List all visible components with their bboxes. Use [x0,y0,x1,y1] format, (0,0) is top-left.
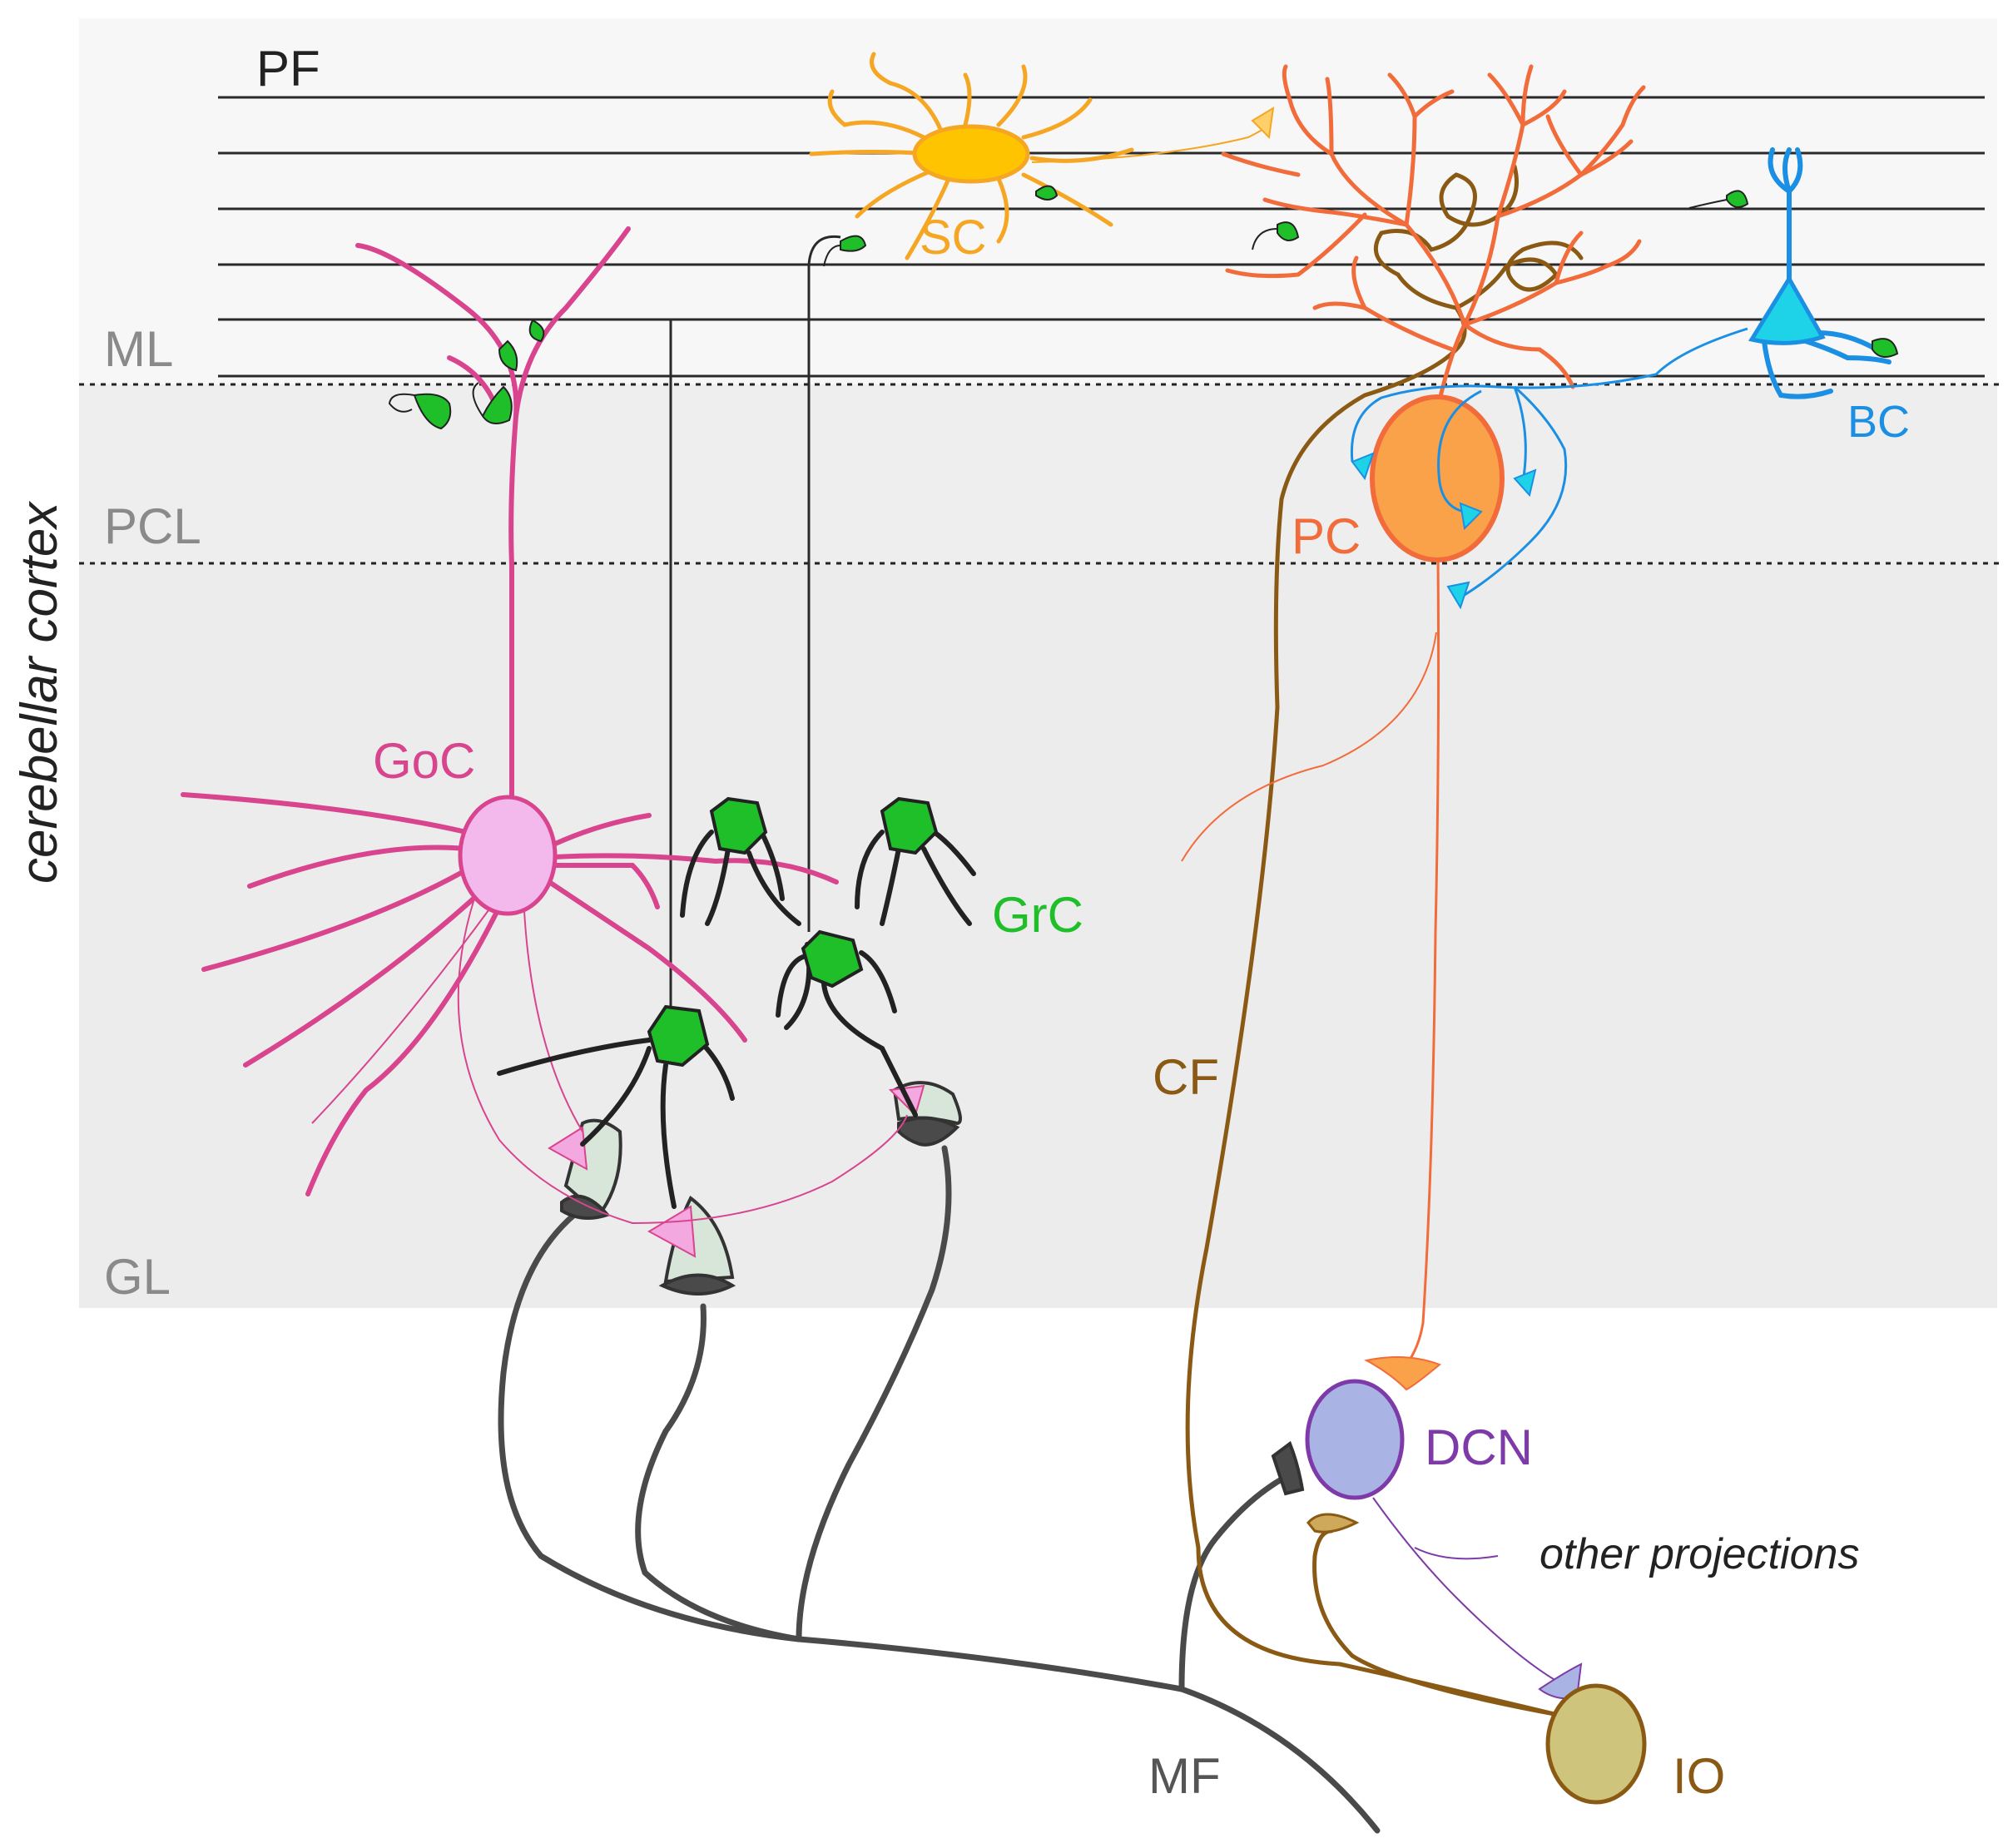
spine-stalks [388,199,1728,417]
purkinje-axon-collateral [1181,632,1437,862]
stellate-cell [809,52,1134,260]
stellate-cell-body [912,124,1030,184]
label-mf: MF [1148,1748,1221,1804]
dcn-other-projection [1414,1547,1499,1560]
granule-cell-2 [776,929,918,1117]
label-dcn: DCN [1425,1419,1533,1475]
granular-layer-band [79,563,1997,1308]
basket-cell-body [1748,275,1826,345]
label-grc: GrC [992,887,1083,943]
green-spine-synapses [413,185,1899,430]
label-goc: GoC [373,733,475,789]
label-pf: PF [256,41,320,97]
label-sc: SC [920,211,987,265]
purkinje-axon [1405,557,1440,1365]
purkinje-layer-band [79,384,1997,563]
purkinje-cell-body [1370,394,1505,562]
label-io: IO [1673,1748,1725,1804]
mossy-fibers [498,1145,1381,1834]
io-cell-body [1545,1683,1647,1805]
granule-ascending-axons [669,235,841,1011]
dcn-terminal-io [1538,1662,1583,1700]
climbing-fiber-terminal-dcn [1306,1513,1360,1533]
label-ml: ML [104,321,173,377]
label-bc: BC [1847,397,1910,447]
stellate-axon-terminal [1251,107,1275,140]
label-pcl: PCL [104,498,201,554]
molecular-layer-band [79,18,1997,384]
granule-cell-1 [497,1004,735,1209]
granule-cell-4 [855,796,976,926]
granule-cell-3 [680,796,801,926]
basket-cell-axon [1350,327,1748,597]
label-cerebellar-cortex: cerebellar cortex [11,501,68,884]
climbing-fiber [1185,164,1584,1717]
dcn-cell-body [1305,1379,1405,1500]
basket-cell-dendrites [1762,147,1892,399]
label-pc: PC [1292,508,1361,564]
purkinje-terminal-dcn [1364,1356,1441,1391]
golgi-cell-body [458,795,558,916]
basket-terminals [1351,452,1537,610]
label-other-projections: other projections [1539,1530,1859,1578]
purkinje-dendritic-tree [1221,64,1646,402]
golgi-axon [311,898,908,1225]
label-cf: CF [1153,1049,1219,1105]
label-gl: GL [104,1249,171,1305]
dcn-axon [1372,1497,1557,1682]
